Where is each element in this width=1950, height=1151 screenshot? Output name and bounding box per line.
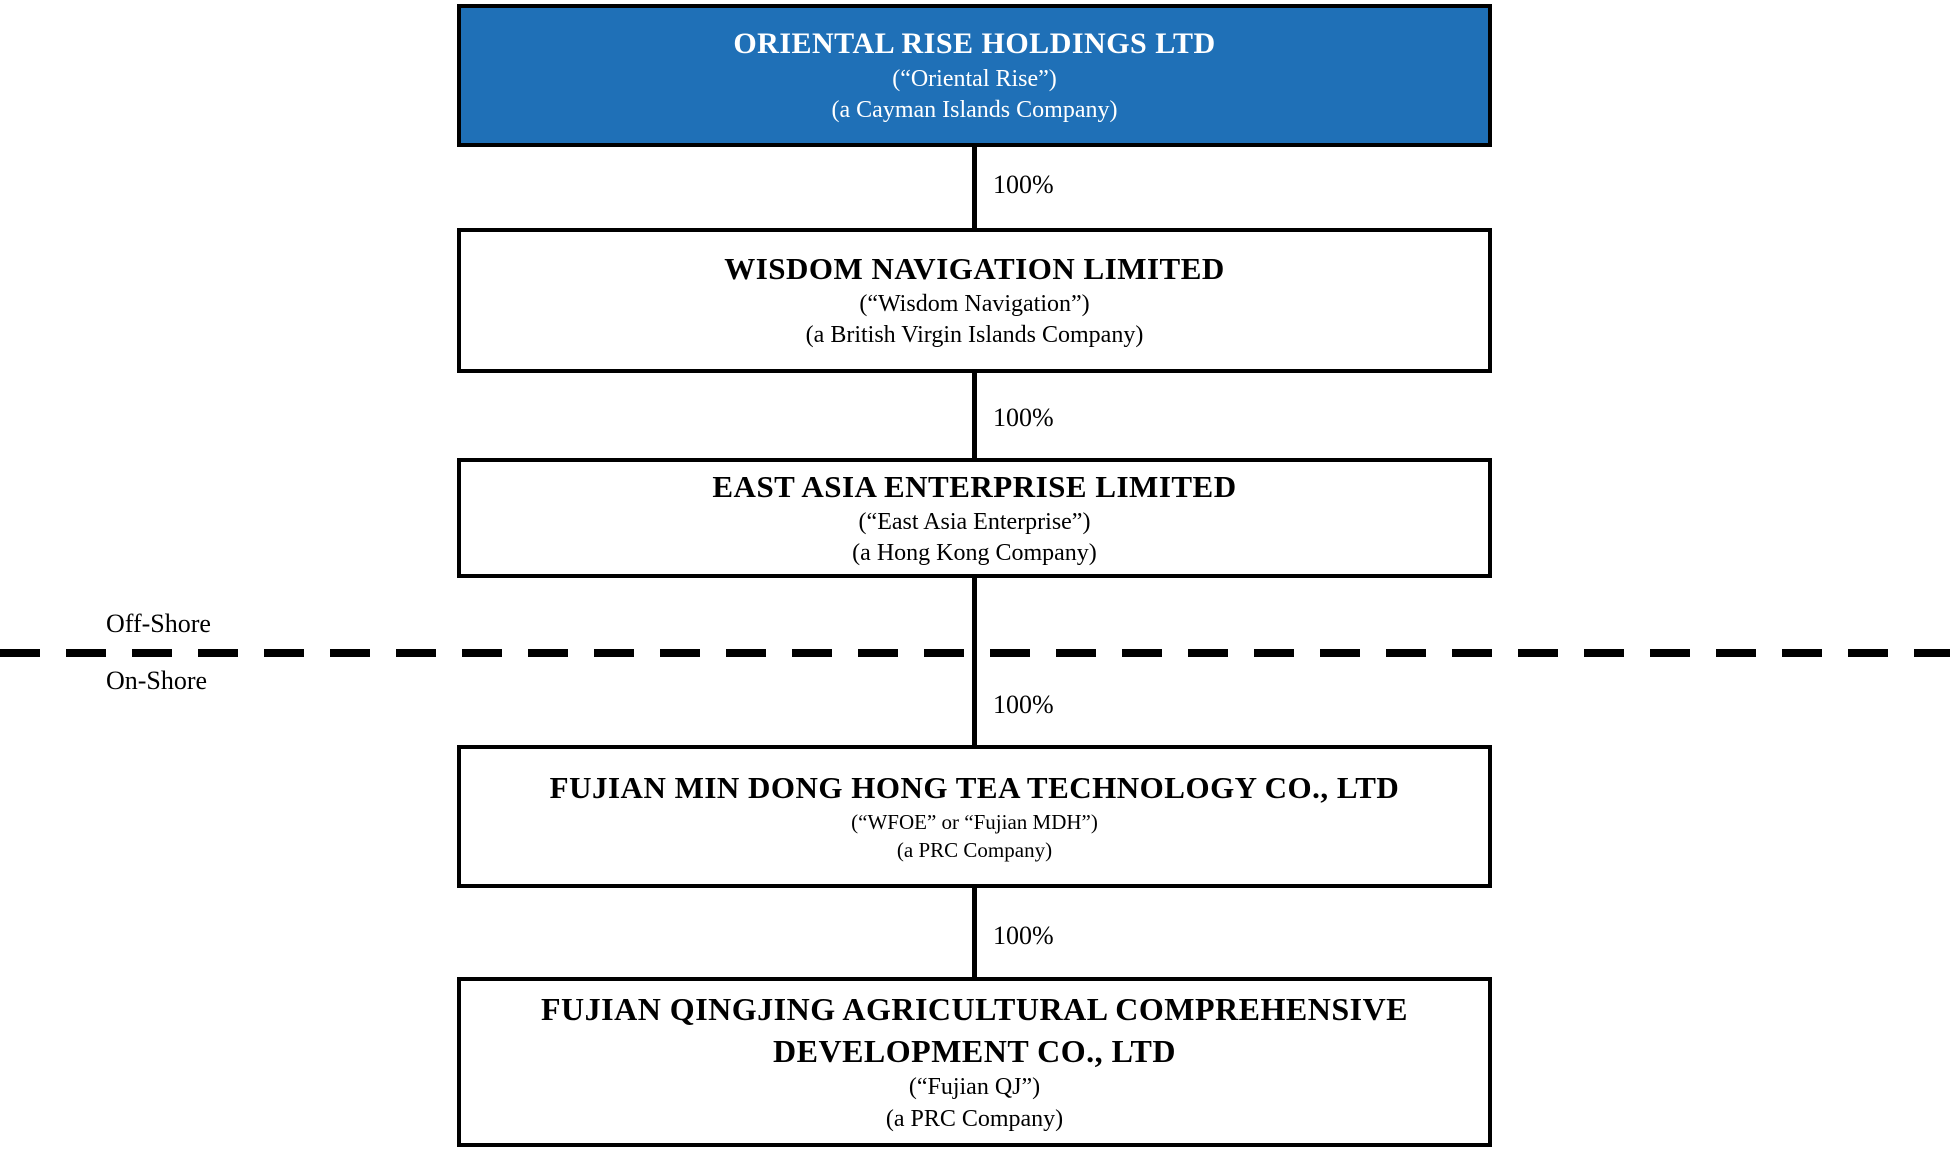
connector-line-1 [972,147,977,228]
connector-line-2 [972,373,977,458]
entity-box-oriental-rise: ORIENTAL RISE HOLDINGS LTD (“Oriental Ri… [457,4,1492,147]
entity-alias: (“Oriental Rise”) [892,65,1057,92]
entity-alias: (“WFOE” or “Fujian MDH”) [851,809,1098,834]
entity-name-line2: DEVELOPMENT CO., LTD [773,1032,1176,1069]
entity-name: ORIENTAL RISE HOLDINGS LTD [733,27,1216,61]
ownership-label-3: 100% [993,690,1054,719]
connector-line-3 [972,578,977,745]
entity-box-east-asia-enterprise: EAST ASIA ENTERPRISE LIMITED (“East Asia… [457,458,1492,578]
ownership-label-4: 100% [993,921,1054,950]
onshore-label: On-Shore [106,666,208,695]
entity-jurisdiction: (a PRC Company) [896,838,1053,863]
entity-alias: (“Fujian QJ”) [908,1074,1041,1101]
offshore-label: Off-Shore [106,609,211,638]
entity-jurisdiction: (a Cayman Islands Company) [831,96,1118,123]
ownership-label-1: 100% [993,170,1054,199]
connector-line-4 [972,888,977,977]
entity-jurisdiction: (a British Virgin Islands Company) [805,322,1144,349]
entity-name: FUJIAN MIN DONG HONG TEA TECHNOLOGY CO.,… [549,770,1400,806]
entity-box-fujian-qj: FUJIAN QINGJING AGRICULTURAL COMPREHENSI… [457,977,1492,1147]
entity-name-line1: FUJIAN QINGJING AGRICULTURAL COMPREHENSI… [540,991,1409,1028]
entity-jurisdiction: (a PRC Company) [885,1105,1064,1132]
entity-alias: (“East Asia Enterprise”) [858,508,1091,535]
entity-box-fujian-mdh: FUJIAN MIN DONG HONG TEA TECHNOLOGY CO.,… [457,745,1492,888]
entity-jurisdiction: (a Hong Kong Company) [852,539,1097,566]
entity-box-wisdom-navigation: WISDOM NAVIGATION LIMITED (“Wisdom Navig… [457,228,1492,373]
entity-name: WISDOM NAVIGATION LIMITED [724,251,1225,287]
ownership-label-2: 100% [993,403,1054,432]
entity-alias: (“Wisdom Navigation”) [859,291,1090,318]
entity-name: EAST ASIA ENTERPRISE LIMITED [712,468,1237,504]
